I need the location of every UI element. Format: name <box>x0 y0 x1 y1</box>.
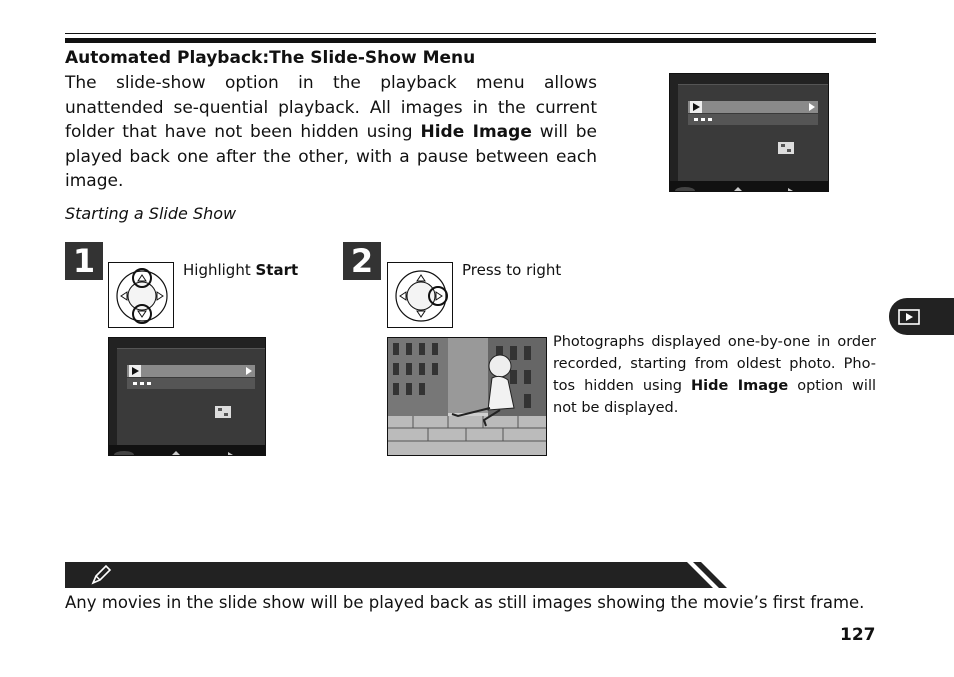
section-title: Automated Playback:The Slide-Show Menu <box>65 48 476 68</box>
step-2-label: Press to right <box>462 261 561 279</box>
play-icon <box>129 365 141 377</box>
menu-step1-second-row <box>127 378 255 389</box>
arrow-right-icon <box>246 367 252 375</box>
note-bar <box>65 562 685 588</box>
description-after: option will not be displayed. <box>553 378 877 416</box>
dots-icon <box>133 382 151 385</box>
step-2-number: 2 <box>343 242 381 280</box>
arrow-right-icon <box>809 103 815 111</box>
interval-icon <box>778 142 794 154</box>
playback-icon <box>898 309 920 325</box>
menu-screen-step1 <box>108 337 266 456</box>
step-2-control <box>387 262 453 328</box>
page-number: 127 <box>840 625 876 645</box>
header-rule-thin <box>65 33 876 34</box>
menu-screen-body <box>678 84 828 181</box>
menu-step1-footer <box>109 445 265 455</box>
note-text: Any movies in the slide show will be pla… <box>65 593 865 612</box>
pencil-icon <box>91 564 112 585</box>
dots-icon <box>694 118 712 121</box>
multi-selector-right-icon <box>395 270 448 322</box>
interval-icon <box>215 406 231 418</box>
description-bold: Hide Image <box>690 378 789 394</box>
step-2-label-text: Press to right <box>462 261 562 279</box>
step-1-label-text: Highlight <box>183 261 256 279</box>
slide-show-photo <box>387 337 547 456</box>
intro-text-after: will be played back one after the other,… <box>65 122 597 191</box>
menu-screen-footer <box>670 181 828 191</box>
multi-selector-up-down-icon <box>116 268 168 324</box>
step-2-description: Photographs displayed one-by-one in orde… <box>553 331 876 419</box>
section-tab <box>889 298 954 335</box>
step-1-number: 1 <box>65 242 103 280</box>
menu-highlight-bar <box>688 101 818 113</box>
menu-step1-highlight-bar <box>127 365 255 377</box>
play-icon <box>690 101 702 113</box>
intro-text-bold: Hide Image <box>420 122 532 142</box>
subheading: Starting a Slide Show <box>65 204 237 223</box>
step-1-control <box>108 262 174 328</box>
description-before: Photographs displayed one-by-one in orde… <box>553 334 876 394</box>
photo-illustration <box>388 338 546 455</box>
step-1-label: Highlight Start <box>183 261 298 279</box>
intro-text-before: The slide-show option in the playback me… <box>65 73 597 142</box>
menu-screen-step1-body <box>117 348 265 445</box>
menu-second-row <box>688 114 818 125</box>
footer-icons <box>675 187 793 191</box>
menu-screen-top <box>669 73 829 192</box>
step-1-label-bold: Start <box>255 261 299 279</box>
note-bar-end <box>680 562 727 588</box>
footer-icons <box>114 451 233 455</box>
intro-paragraph: The slide-show option in the playback me… <box>65 71 597 194</box>
header-rule-thick <box>65 38 876 43</box>
